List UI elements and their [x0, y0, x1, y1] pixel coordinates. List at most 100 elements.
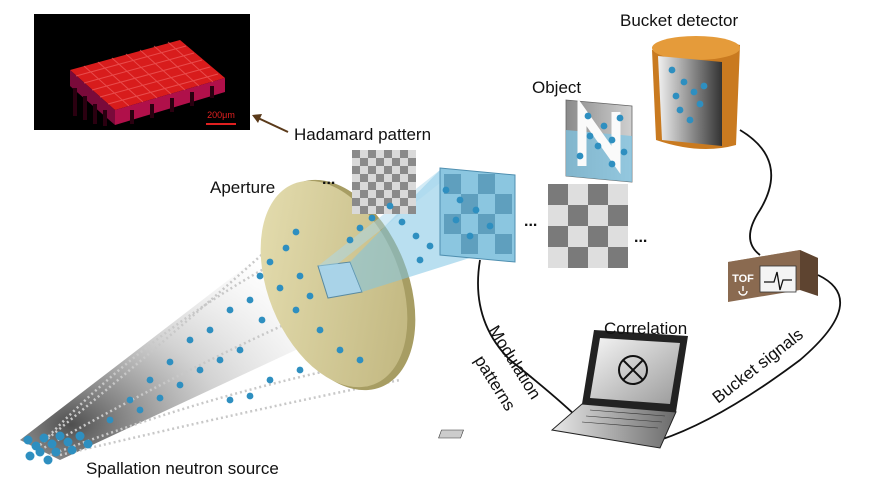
checker-cell — [478, 174, 495, 194]
neutron-dot — [67, 445, 77, 455]
neutron-dot — [282, 244, 290, 252]
checker-cell — [408, 206, 416, 214]
checker-cell — [352, 182, 360, 190]
neutron-dot — [246, 296, 254, 304]
neutron-dot — [456, 196, 464, 204]
checker-cell — [495, 234, 512, 254]
checker-cell — [392, 158, 400, 166]
circled-times-icon — [618, 355, 648, 385]
neutron-dot — [668, 66, 676, 74]
neutron-dot — [466, 232, 474, 240]
neutron-dot — [486, 222, 494, 230]
neutron-dot — [25, 451, 35, 461]
neutron-dot — [608, 160, 616, 168]
object-sample — [565, 97, 633, 183]
hadamard-pattern-label: Hadamard pattern — [294, 125, 431, 144]
neutron-dot — [386, 202, 394, 210]
neutron-dot — [452, 216, 460, 224]
neutron-dot — [146, 376, 154, 384]
neutron-dot — [55, 431, 65, 441]
scale-bar-label: 200μm — [207, 110, 235, 120]
neutron-dot — [356, 356, 364, 364]
hadamard-micrograph-inset: 200μm — [34, 14, 250, 130]
neutron-dot — [246, 392, 254, 400]
neutron-dot — [226, 306, 234, 314]
neutron-dot — [216, 356, 224, 364]
checker-cell — [568, 205, 588, 226]
checker-cell — [384, 166, 392, 174]
neutron-dot — [700, 82, 708, 90]
neutron-dot — [63, 437, 73, 447]
neutron-dot — [576, 152, 584, 160]
neutron-dot — [176, 381, 184, 389]
neutron-dot — [336, 346, 344, 354]
checker-cell — [376, 206, 384, 214]
neutron-dot — [426, 242, 434, 250]
neutron-dot — [196, 366, 204, 374]
neutron-dot — [296, 366, 304, 374]
checker-cell — [408, 190, 416, 198]
checker-cell — [408, 158, 416, 166]
checker-cell — [400, 166, 408, 174]
cables — [477, 129, 842, 441]
neutron-dot — [75, 431, 85, 441]
checker-cell — [368, 150, 376, 158]
ellipsis-middle: ... — [524, 213, 537, 230]
checker-cell — [444, 214, 461, 234]
checker-cell — [360, 206, 368, 214]
checker-cell — [400, 150, 408, 158]
neutron-dot — [398, 218, 406, 226]
neutron-dot — [608, 136, 616, 144]
checker-cell — [408, 174, 416, 182]
neutron-dot — [594, 142, 602, 150]
laptop — [438, 330, 688, 449]
neutron-particles — [23, 66, 708, 465]
neutron-dot — [472, 206, 480, 214]
checker-cell — [376, 158, 384, 166]
checker-cell — [548, 184, 568, 205]
neutron-dot — [206, 326, 214, 334]
checker-cell — [376, 174, 384, 182]
checker-cell — [360, 158, 368, 166]
neutron-dot — [266, 376, 274, 384]
checker-cell — [376, 190, 384, 198]
neutron-dot — [316, 326, 324, 334]
source-label: Spallation neutron source — [86, 459, 279, 478]
neutron-dot — [586, 132, 594, 140]
checker-cell — [608, 205, 628, 226]
correlation-label: Correlation — [604, 319, 687, 338]
checker-cell — [368, 182, 376, 190]
checker-cell — [392, 190, 400, 198]
checker-cell — [384, 182, 392, 190]
checker-cell — [461, 234, 478, 254]
neutron-dot — [620, 148, 628, 156]
tof-label: TOF — [732, 273, 754, 285]
neutron-dot — [356, 224, 364, 232]
neutron-dot — [412, 232, 420, 240]
checker-cell — [495, 194, 512, 214]
neutron-dot — [296, 272, 304, 280]
checker-cell — [588, 184, 608, 205]
neutron-dot — [186, 336, 194, 344]
bucket-detector-label: Bucket detector — [620, 11, 738, 30]
power-icon — [738, 286, 748, 296]
hadamard-pattern-active — [439, 167, 516, 263]
ellipsis-left: ... — [322, 171, 335, 188]
neutron-dot — [696, 100, 704, 108]
checker-cell — [360, 190, 368, 198]
neutron-dot — [584, 112, 592, 120]
checker-cell — [400, 198, 408, 206]
hadamard-pattern-previous — [352, 150, 416, 214]
checker-cell — [368, 198, 376, 206]
checker-cell — [352, 198, 360, 206]
checker-cell — [548, 226, 568, 247]
neutron-dot — [35, 447, 45, 457]
checker-cell — [384, 198, 392, 206]
aperture-label: Aperture — [210, 178, 275, 197]
neutron-dot — [39, 433, 49, 443]
neutron-dot — [43, 455, 53, 465]
neutron-dot — [676, 106, 684, 114]
neutron-dot — [136, 406, 144, 414]
